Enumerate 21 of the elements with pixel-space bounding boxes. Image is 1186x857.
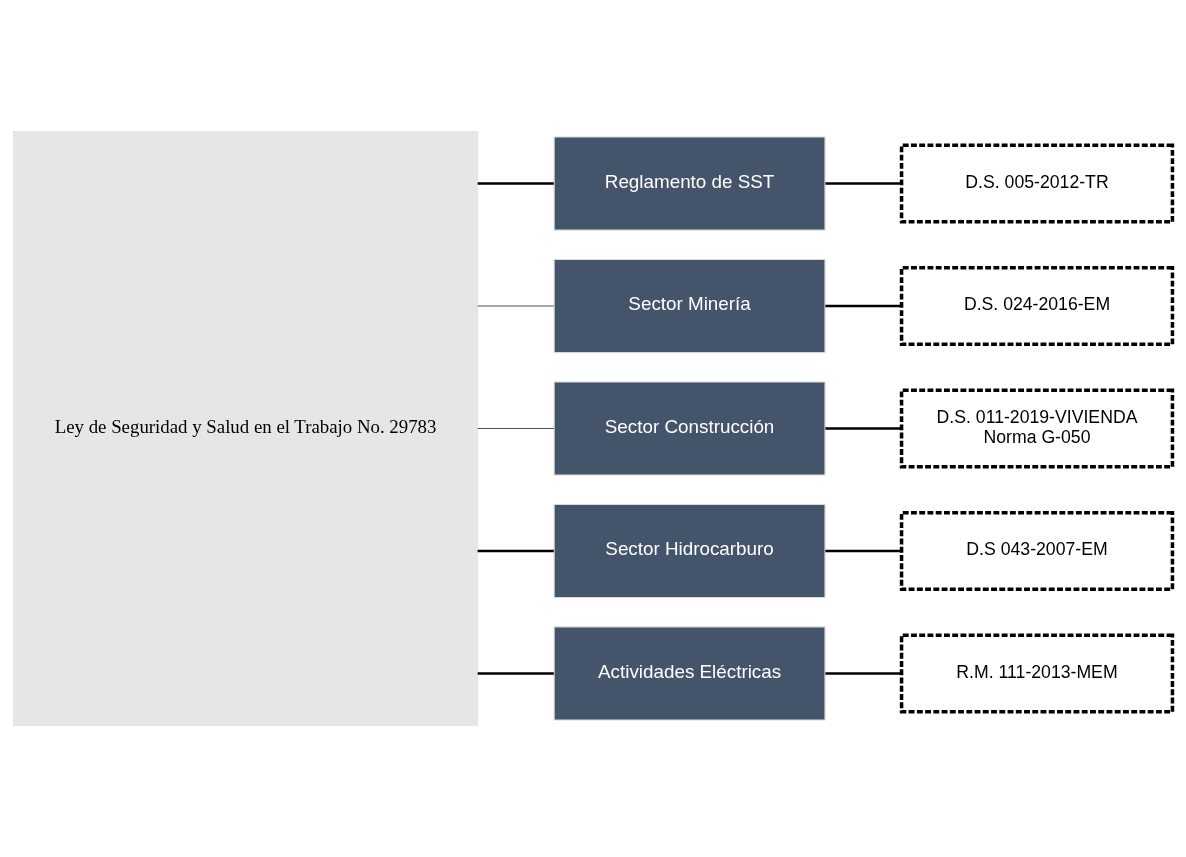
connector <box>477 182 554 185</box>
connector <box>477 427 555 430</box>
connector <box>477 305 555 307</box>
node-box: D.S 043-2007-EM <box>899 510 1175 592</box>
connector <box>825 304 902 308</box>
connector <box>825 427 902 430</box>
node-box: D.S. 005-2012-TR <box>899 143 1175 224</box>
node-box: Actividades Eléctricas <box>553 626 826 721</box>
node-box: Sector Hidrocarburo <box>553 503 826 599</box>
node-box: D.S. 011-2019-VIVIENDA Norma G-050 <box>899 388 1175 469</box>
node-box: R.M. 111-2013-MEM <box>899 633 1175 714</box>
connector <box>477 672 554 675</box>
node-box: D.S. 024-2016-EM <box>899 265 1175 347</box>
connector <box>825 672 902 675</box>
node-box: Sector Minería <box>553 258 826 354</box>
node-box: Sector Construcción <box>553 381 826 476</box>
connector <box>825 182 902 185</box>
node-box: Ley de Seguridad y Salud en el Trabajo No. 29783 <box>12 131 479 726</box>
connector <box>477 549 554 553</box>
connector <box>825 549 902 553</box>
node-box: Reglamento de SST <box>553 136 826 231</box>
